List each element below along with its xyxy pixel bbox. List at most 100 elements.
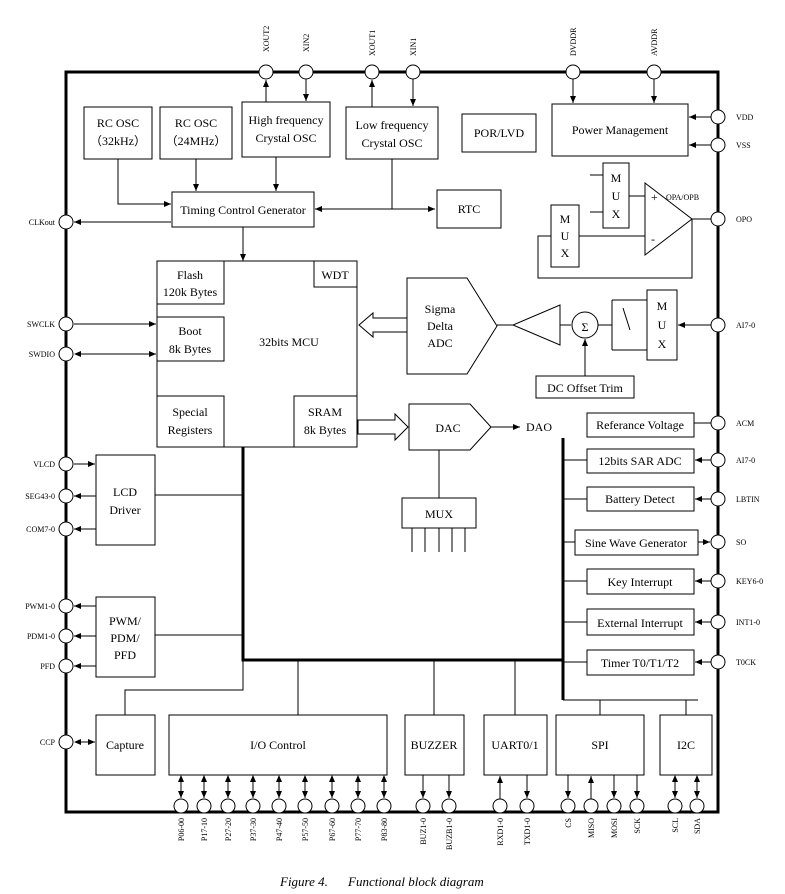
- spi-label: SPI: [591, 738, 608, 752]
- chip-outline: [64, 70, 720, 814]
- sigma-delta-adc-block: [406, 277, 498, 375]
- rtc-label: RTC: [458, 202, 481, 216]
- pin-label-lbtin: LBTIN: [736, 495, 760, 504]
- lcd-driver-label2: Driver: [109, 503, 140, 517]
- bottom-pin: [415, 798, 431, 814]
- pin-xin1: [405, 64, 421, 80]
- pin-label-ai-top: AI7-0: [736, 321, 755, 330]
- opamp-triangle: [644, 181, 693, 257]
- sigma-delta-label3: ADC: [427, 336, 452, 350]
- pin-ai7-0-bottom: [710, 452, 726, 468]
- pin-label-seg: SEG43-0: [25, 492, 55, 501]
- pin-clkout: [58, 214, 74, 230]
- pin-label-ccp: CCP: [40, 738, 56, 747]
- por-lvd-label: POR/LVD: [474, 126, 525, 140]
- bottom-pin: [492, 798, 508, 814]
- sar-adc-label: 12bits SAR ADC: [598, 454, 681, 468]
- bottom-pin: [606, 798, 622, 814]
- timer-block: [586, 649, 695, 676]
- boot-size: 8k Bytes: [169, 342, 212, 356]
- internal-bus: [241, 438, 565, 662]
- bottom-pin: [324, 798, 340, 814]
- pin-label-vlcd: VLCD: [33, 460, 55, 469]
- sram-label: SRAM: [308, 405, 342, 419]
- boot-label: Boot: [178, 324, 202, 338]
- timer-label: Timer T0/T1/T2: [601, 656, 679, 670]
- pin-label-pdm: PDM1-0: [27, 632, 55, 641]
- bottom-pin: [667, 798, 683, 814]
- bottom-pin-label: SDA: [693, 818, 702, 834]
- pin-label-opo: OPO: [736, 215, 752, 224]
- key-interrupt-block: [586, 568, 695, 595]
- pin-label-vdd: VDD: [736, 113, 754, 122]
- rtc-block: [436, 189, 502, 229]
- por-lvd-block: [461, 113, 537, 153]
- bottom-pin-label: RXD1-0: [496, 818, 505, 846]
- dac-label: DAC: [435, 421, 460, 435]
- reference-voltage-block: [586, 412, 695, 438]
- opamp-minus: -: [651, 232, 655, 246]
- timing-control-label: Timing Control Generator: [180, 203, 306, 217]
- pin-label-xout2: XOUT2: [262, 26, 271, 52]
- pin-label-xin1: XIN1: [409, 38, 418, 56]
- bottom-pin: [271, 798, 287, 814]
- pin-label-com: COM7-0: [26, 525, 55, 534]
- bottom-pin-label: SCL: [671, 818, 680, 833]
- dac-mux-label: MUX: [425, 507, 453, 521]
- rc-osc-32k-block: [83, 106, 153, 160]
- i2c-label: I2C: [677, 738, 695, 752]
- bottom-pin: [245, 798, 261, 814]
- pin-label-xin2: XIN2: [302, 34, 311, 52]
- opa-mux-lower-x: X: [561, 246, 570, 260]
- dac-mux-block: [401, 497, 477, 529]
- external-interrupt-block: [586, 608, 695, 636]
- bottom-pin: [560, 798, 576, 814]
- dao-label: DAO: [526, 420, 552, 434]
- lcd-driver-block: [95, 454, 156, 546]
- sine-wave-block: [574, 529, 699, 556]
- bottom-pin-label: CS: [564, 818, 573, 828]
- bottom-pin-label: P77-70: [354, 818, 363, 841]
- bottom-pin: [629, 798, 645, 814]
- sine-wave-label: Sine Wave Generator: [585, 536, 687, 550]
- high-freq-osc-label1: High frequency: [249, 113, 324, 127]
- bottom-pin: [220, 798, 236, 814]
- pin-pwm1-0: [58, 598, 74, 614]
- opa-mux-upper-x: X: [612, 207, 621, 221]
- uart-block: [483, 714, 548, 776]
- reference-voltage-label: Referance Voltage: [596, 418, 684, 432]
- key-interrupt-label: Key Interrupt: [608, 575, 674, 589]
- spi-block: [555, 714, 645, 776]
- dc-offset-trim-label: DC Offset Trim: [547, 381, 623, 395]
- figure-title: Functional block diagram: [347, 874, 484, 889]
- bottom-pin-label: P57-50: [301, 818, 310, 841]
- pin-t0ck: [710, 654, 726, 670]
- pin-label-clkout: CLKout: [29, 218, 56, 227]
- pwm-pdm-pfd-block: [95, 596, 156, 678]
- sigma-symbol: Σ: [582, 320, 589, 334]
- ai-mux-block: [646, 289, 678, 361]
- wdt-label: WDT: [321, 268, 349, 282]
- rc-osc-32k-freq: （32kHz）: [90, 134, 146, 148]
- bottom-pin-label: P67-60: [328, 818, 337, 841]
- pin-key6-0: [710, 573, 726, 589]
- bottom-pin: [376, 798, 392, 814]
- pin-label-avddr: AVDDR: [650, 28, 659, 56]
- sram-size: 8k Bytes: [304, 423, 347, 437]
- pin-acm: [710, 415, 726, 431]
- bottom-pin: [441, 798, 457, 814]
- opa-mux-lower-m: M: [560, 212, 571, 226]
- pin-label-so: SO: [736, 538, 746, 547]
- pin-label-pfd: PFD: [40, 662, 55, 671]
- ai-mux-u: U: [658, 318, 667, 332]
- buzzer-label: BUZZER: [411, 738, 458, 752]
- pin-label-dvddr: DVDDR: [569, 27, 578, 56]
- pin-swdio: [58, 346, 74, 362]
- special-registers-block: [156, 395, 225, 448]
- pin-ai7-0-top: [710, 317, 726, 333]
- pin-avddr: [646, 64, 662, 80]
- bottom-pin-label: P06-00: [177, 818, 186, 841]
- io-control-label: I/O Control: [250, 738, 306, 752]
